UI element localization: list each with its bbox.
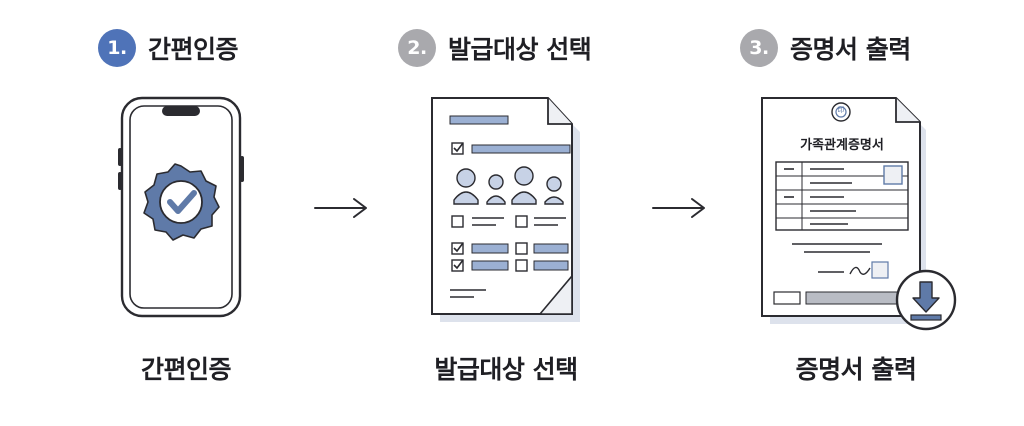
step-3-title: 증명서 출력 [790, 35, 911, 64]
step-2-number-badge: 2. [398, 29, 436, 67]
step-2-title: 발급대상 선택 [448, 35, 592, 64]
certificate-icon: 가족관계증명서 印 [752, 92, 972, 332]
step-1-number-badge: 1. [98, 29, 136, 67]
download-icon [895, 269, 957, 331]
arrow-right-icon [314, 198, 367, 218]
family-icon [453, 166, 564, 205]
step-2-caption: 발급대상 선택 [434, 355, 578, 384]
step-1-caption: 간편인증 [140, 355, 232, 384]
step-1-header: 1. 간편인증 [98, 28, 239, 68]
step-1-title: 간편인증 [148, 35, 239, 64]
document-form-icon [431, 97, 580, 322]
certificate-title: 가족관계증명서 [800, 138, 884, 153]
step-2-header: 2. 발급대상 선택 [398, 28, 592, 68]
certificate-seal: 印 [837, 106, 845, 114]
step-3-number-badge: 3. [740, 29, 778, 67]
smartphone-icon [118, 96, 244, 318]
step-3-caption: 증명서 출력 [795, 355, 917, 384]
arrow-right-icon [652, 198, 705, 218]
verified-badge-icon [143, 163, 220, 241]
step-3-header: 3. 증명서 출력 [740, 28, 911, 68]
